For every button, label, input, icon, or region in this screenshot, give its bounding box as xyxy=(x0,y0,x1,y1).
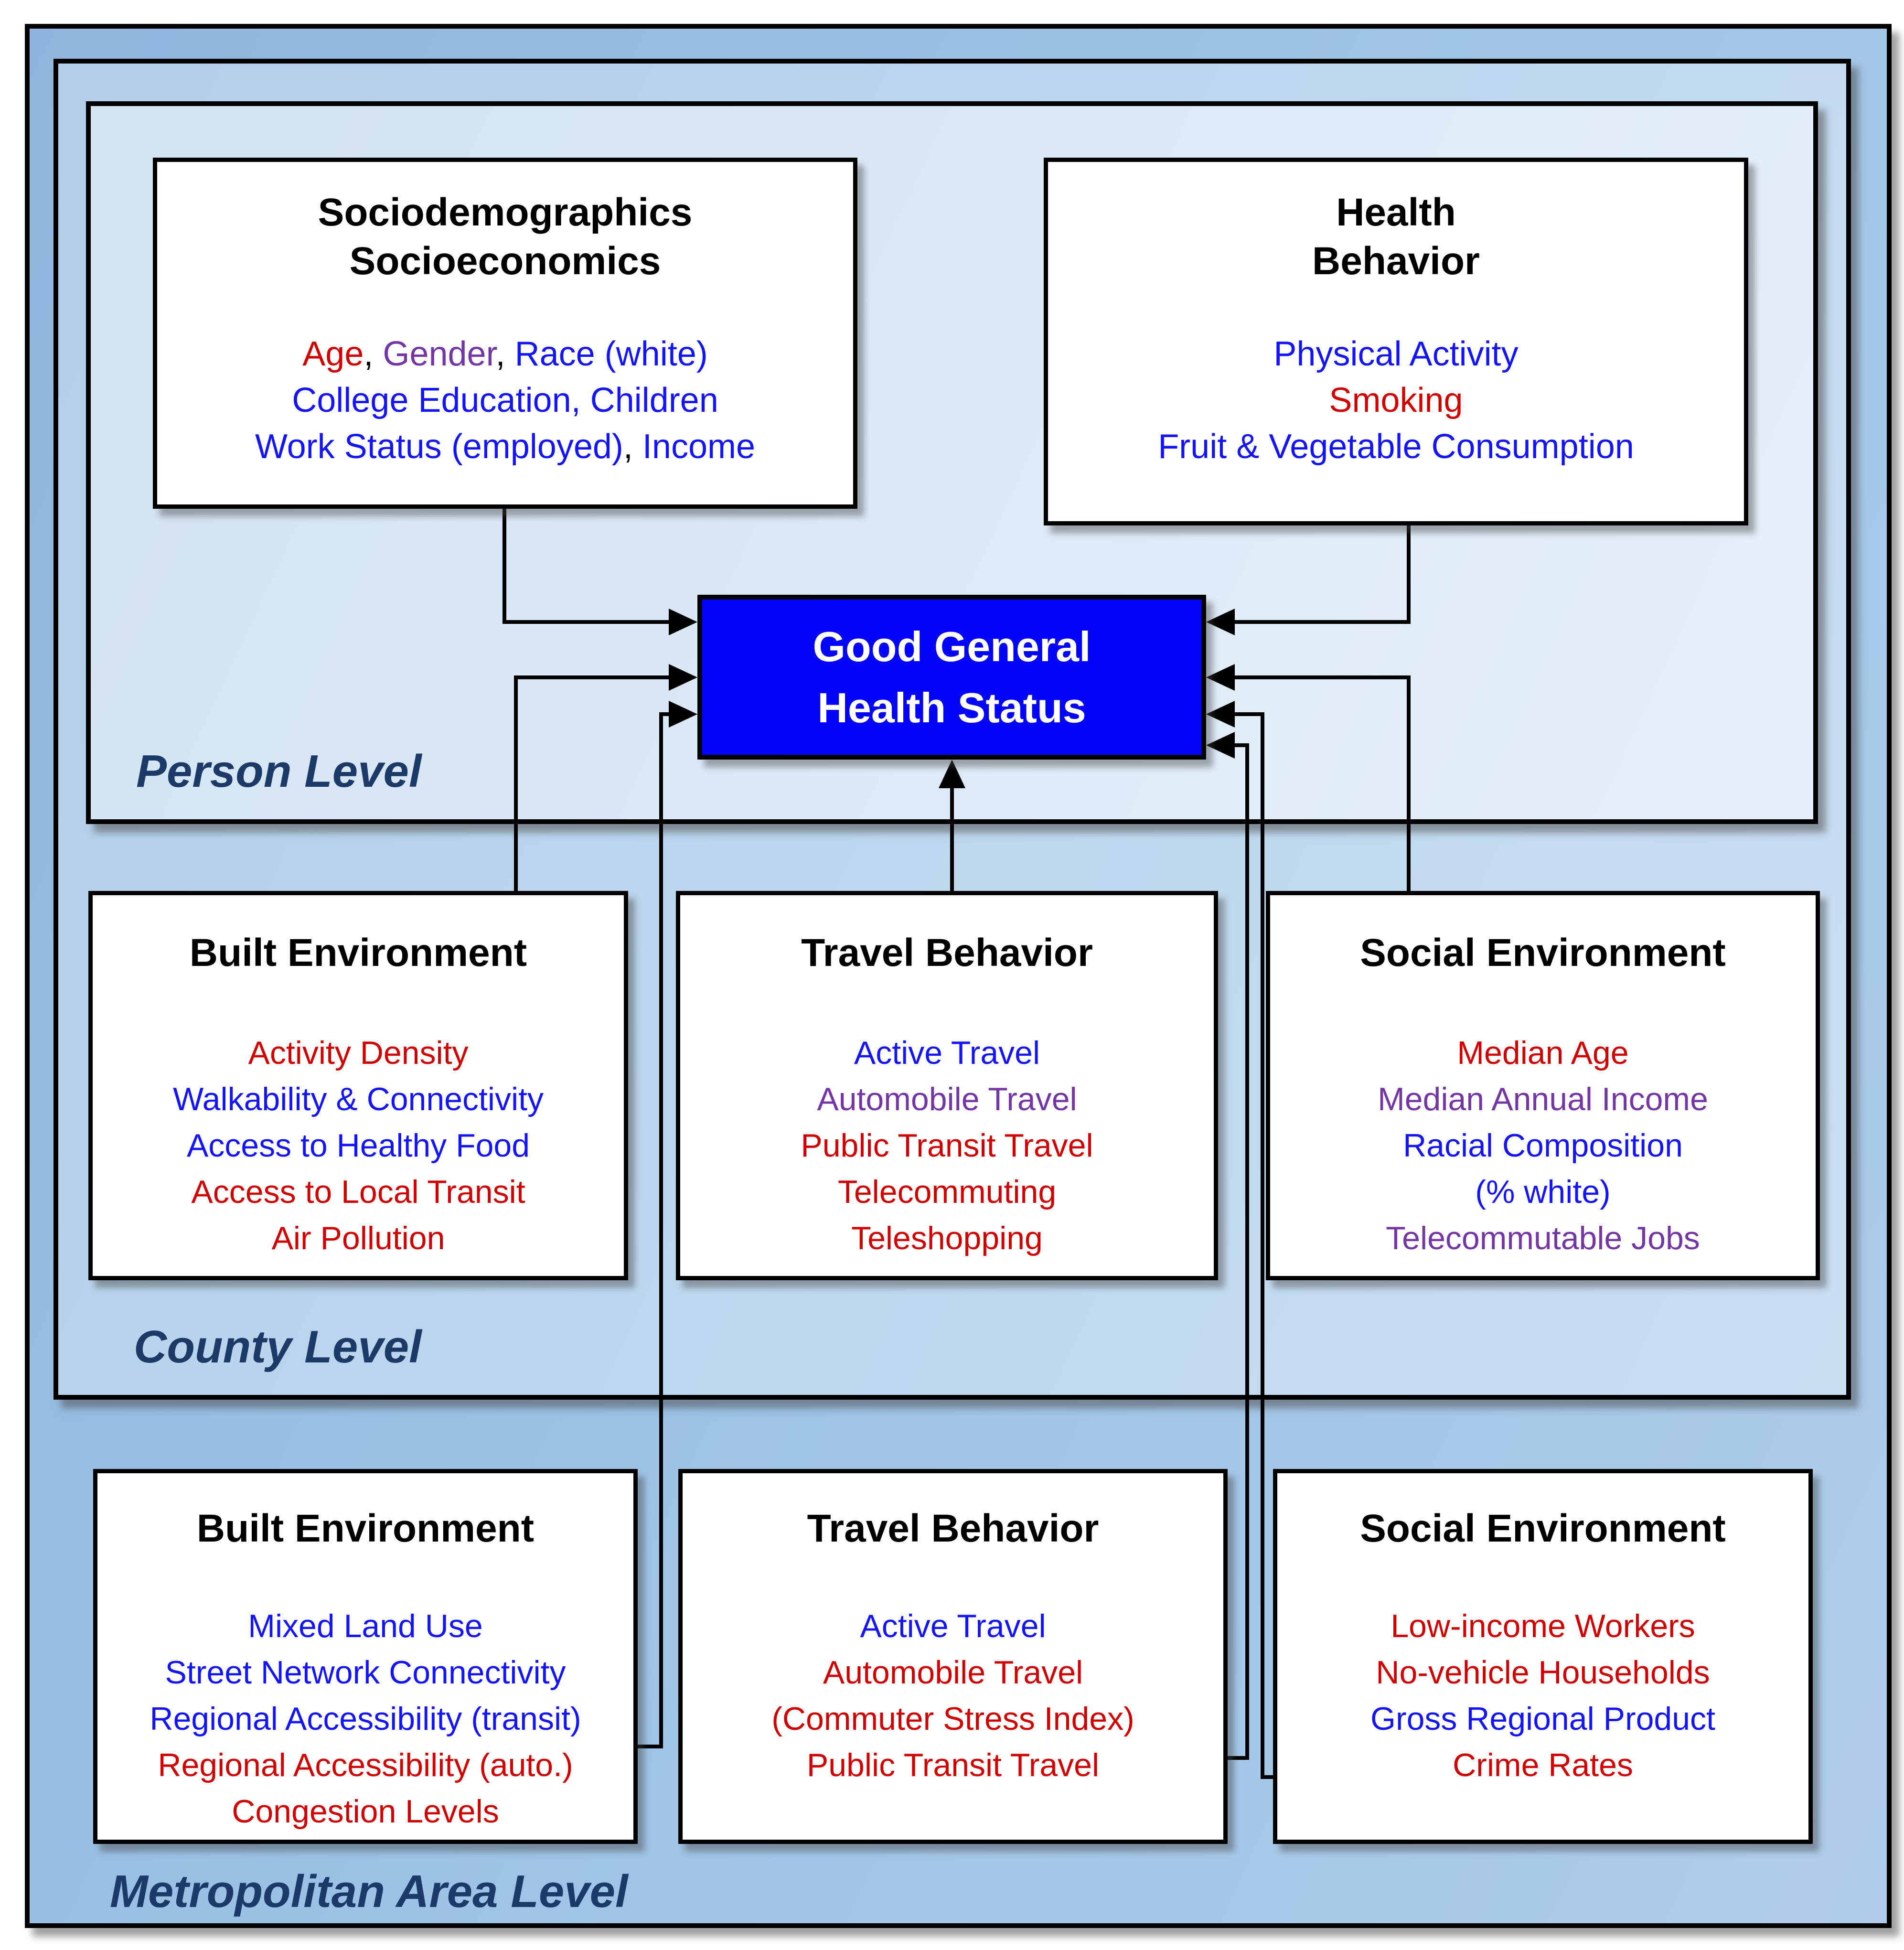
arrowhead-icon xyxy=(939,760,965,788)
box-title: Travel Behavior xyxy=(807,1507,1099,1550)
arrowhead-icon xyxy=(669,701,697,728)
box-title: Social Environment xyxy=(1360,1507,1726,1550)
center-box-line-1: Good General xyxy=(813,622,1091,670)
arrowhead-icon xyxy=(1206,732,1235,759)
box-items: Age, Gender, Race (white)College Educati… xyxy=(255,335,756,466)
box-title: Social Environment xyxy=(1360,931,1726,975)
county-level-label: County Level xyxy=(134,1321,422,1372)
box-title: Travel Behavior xyxy=(801,931,1093,975)
center-box-line-2: Health Status xyxy=(817,684,1086,731)
arrowhead-icon xyxy=(1206,609,1235,635)
arrowhead-icon xyxy=(1206,701,1235,728)
arrowhead-icon xyxy=(669,609,697,635)
person-level-label: Person Level xyxy=(136,746,422,797)
box-title: Built Environment xyxy=(196,1507,535,1550)
good-general-health-status-box: Good General Health Status xyxy=(697,595,1206,760)
arrowhead-icon xyxy=(1206,664,1235,691)
box-title: Built Environment xyxy=(189,931,527,975)
arrowhead-icon xyxy=(669,664,697,691)
metropolitan-area-level-label: Metropolitan Area Level xyxy=(110,1866,628,1917)
